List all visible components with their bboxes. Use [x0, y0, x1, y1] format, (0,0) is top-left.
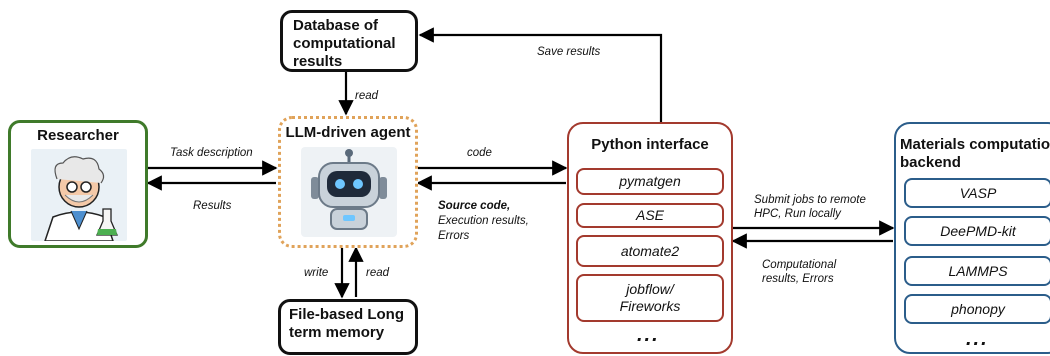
backend-item-vasp: VASP: [904, 178, 1050, 208]
submit-jobs-label: Submit jobs to remote: [754, 194, 866, 206]
memory-box: File-based Long term memory: [278, 299, 418, 355]
save-results-arrow: [418, 27, 663, 122]
results-label: Results: [193, 200, 232, 212]
execution-results-label: Execution results,: [438, 215, 529, 227]
database-box: Database of computational results: [280, 10, 418, 72]
backend-ellipsis: ...: [966, 328, 989, 350]
backend-title: Materials computations backend: [900, 136, 1050, 171]
robot-icon: [301, 147, 397, 237]
computational-label: Computational: [762, 259, 837, 271]
python-item-ase: ASE: [576, 203, 724, 228]
python-item-jobflow: jobflow/ Fireworks: [576, 274, 724, 322]
backend-item-deepmd: DeePMD-kit: [904, 216, 1050, 246]
python-item-atomate2: atomate2: [576, 235, 724, 267]
backend-item-phonopy: phonopy: [904, 294, 1050, 324]
researcher-title: Researcher: [37, 127, 119, 144]
errors-label: Errors: [438, 230, 470, 242]
scientist-icon: [31, 149, 127, 241]
memory-title: File-based Long term memory: [289, 306, 405, 341]
hpc-run-label: HPC, Run locally: [754, 208, 841, 220]
agent-title: LLM-driven agent: [285, 124, 411, 141]
task-description-label: Task description: [170, 147, 253, 159]
agent-box: LLM-driven agent: [278, 116, 418, 248]
backend-item-lammps: LAMMPS: [904, 256, 1050, 286]
db-read-label: read: [355, 90, 379, 102]
memory-read-label: read: [366, 267, 390, 279]
code-label: code: [467, 147, 492, 159]
comp-errors-label: results, Errors: [762, 273, 834, 285]
write-label: write: [304, 267, 329, 279]
database-title: Database of computational results: [293, 17, 396, 70]
python-interface-box: Python interface pymatgen ASE atomate2 j…: [567, 122, 733, 354]
python-ellipsis: ...: [637, 324, 660, 346]
backend-box: Materials computations backend VASP DeeP…: [894, 122, 1050, 354]
researcher-box: Researcher: [8, 120, 148, 248]
python-item-pymatgen: pymatgen: [576, 168, 724, 195]
save-results-label: Save results: [537, 46, 601, 58]
source-code-label: Source code,: [438, 200, 511, 212]
python-title: Python interface: [591, 136, 709, 153]
